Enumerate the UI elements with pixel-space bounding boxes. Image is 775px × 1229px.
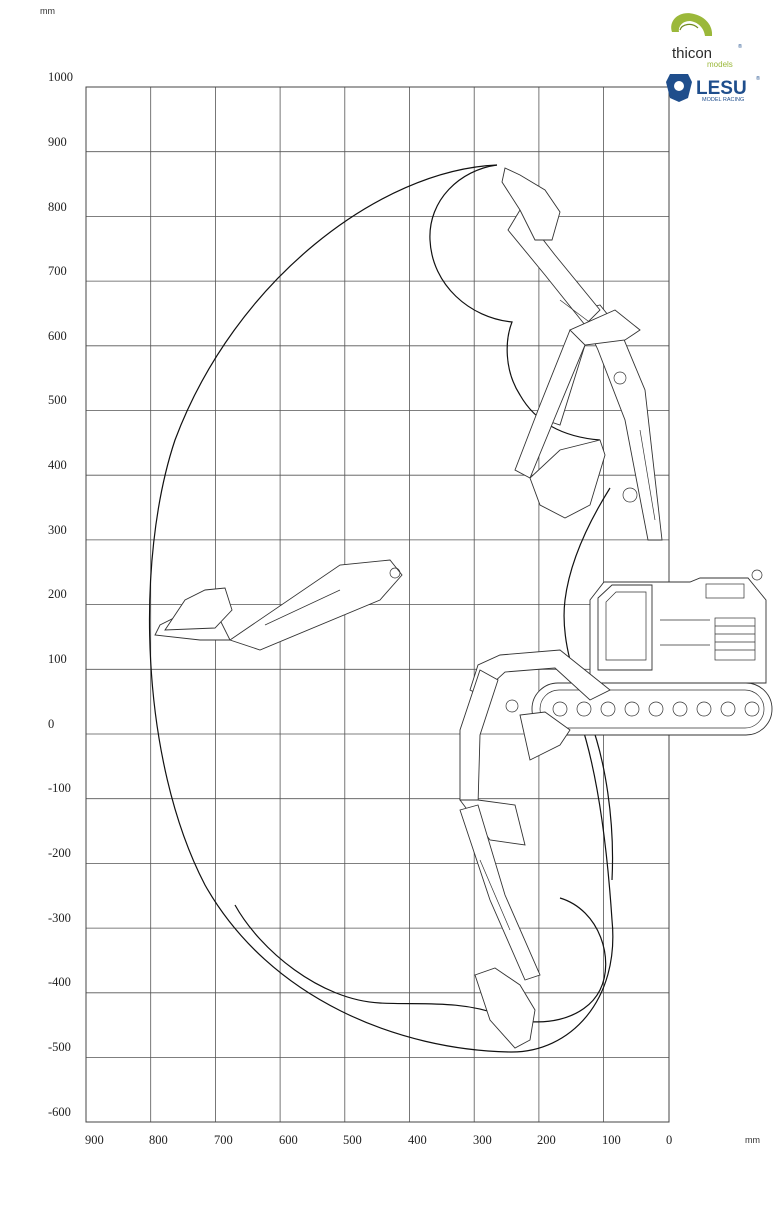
x-unit-label: mm <box>745 1135 760 1145</box>
y-tick-900: 900 <box>48 135 67 149</box>
low-stick <box>459 669 499 806</box>
engine-grille <box>714 617 756 661</box>
track-roller <box>720 701 736 717</box>
grille-frame <box>714 617 756 661</box>
x-tick-100: 100 <box>602 1133 621 1147</box>
y-tick-neg400: -400 <box>48 975 71 989</box>
track-roller <box>600 701 616 717</box>
top-vent <box>705 583 745 599</box>
y-tick-700: 700 <box>48 264 67 278</box>
arm-position-middle <box>514 309 641 519</box>
y-tick-400: 400 <box>48 458 67 472</box>
y-tick-neg300: -300 <box>48 911 71 925</box>
y-tick-100: 100 <box>48 652 67 666</box>
y-tick-800: 800 <box>48 200 67 214</box>
y-tick-600: 600 <box>48 329 67 343</box>
y-tick-500: 500 <box>48 393 67 407</box>
track-roller <box>552 701 568 717</box>
x-tick-0: 0 <box>666 1133 672 1147</box>
y-tick-neg600: -600 <box>48 1105 71 1119</box>
track-roller <box>648 701 664 717</box>
x-tick-300: 300 <box>473 1133 492 1147</box>
y-tick-1000: 1000 <box>48 70 73 84</box>
track-roller <box>672 701 688 717</box>
envelope-mid-to-tracks <box>589 719 614 881</box>
top-bucket <box>501 167 561 241</box>
y-tick-300: 300 <box>48 523 67 537</box>
x-tick-900: 900 <box>85 1133 104 1147</box>
y-unit-label: mm <box>40 6 55 16</box>
track-roller <box>624 701 640 717</box>
grid <box>86 87 669 1122</box>
y-tick-neg200: -200 <box>48 846 71 860</box>
bottom-bucket <box>474 967 536 1049</box>
x-tick-200: 200 <box>537 1133 556 1147</box>
x-tick-400: 400 <box>408 1133 427 1147</box>
track-roller <box>696 701 712 717</box>
low-bucket <box>519 711 571 761</box>
envelope-lower-loop <box>234 897 607 1023</box>
excavator-body <box>531 569 773 736</box>
thicon-logo: thicon ® models <box>671 13 742 69</box>
bottom-stick <box>459 804 541 981</box>
y-tick-neg100: -100 <box>48 781 71 795</box>
thicon-registered: ® <box>738 43 742 50</box>
thicon-gear-icon <box>671 13 713 36</box>
y-tick-200: 200 <box>48 587 67 601</box>
y-tick-0: 0 <box>48 717 54 731</box>
thicon-wordmark: thicon <box>672 45 712 62</box>
exhaust-cap <box>751 569 763 581</box>
thicon-subtitle: models <box>707 60 733 69</box>
arm-position-horizontal <box>154 559 403 651</box>
track-inner <box>539 689 765 729</box>
horizontal-boom <box>228 559 403 651</box>
x-tick-600: 600 <box>279 1133 298 1147</box>
lesu-registered: ® <box>756 75 760 82</box>
lesu-subtitle: MODEL RACING <box>702 97 744 103</box>
track-rollers <box>552 701 760 717</box>
envelope-outer-curve <box>148 164 614 1053</box>
middle-bucket <box>529 439 606 519</box>
track-roller <box>744 701 760 717</box>
arm-position-bottom <box>459 804 541 1049</box>
y-tick-neg500: -500 <box>48 1040 71 1054</box>
x-tick-labels: 900 800 700 600 500 400 300 200 100 0 <box>85 1133 672 1147</box>
cab-window <box>605 591 647 661</box>
lesu-logo: LESU ® MODEL RACING <box>666 74 760 103</box>
operator-cab <box>597 584 653 671</box>
horizontal-bucket <box>164 587 233 631</box>
x-tick-700: 700 <box>214 1133 233 1147</box>
y-tick-labels: 1000 900 800 700 600 500 400 300 200 100… <box>48 70 73 1119</box>
x-tick-800: 800 <box>149 1133 168 1147</box>
track-roller <box>576 701 592 717</box>
track-assembly <box>531 682 773 736</box>
arm-position-top <box>501 167 663 541</box>
lesu-wordmark: LESU <box>696 78 747 99</box>
x-tick-500: 500 <box>343 1133 362 1147</box>
